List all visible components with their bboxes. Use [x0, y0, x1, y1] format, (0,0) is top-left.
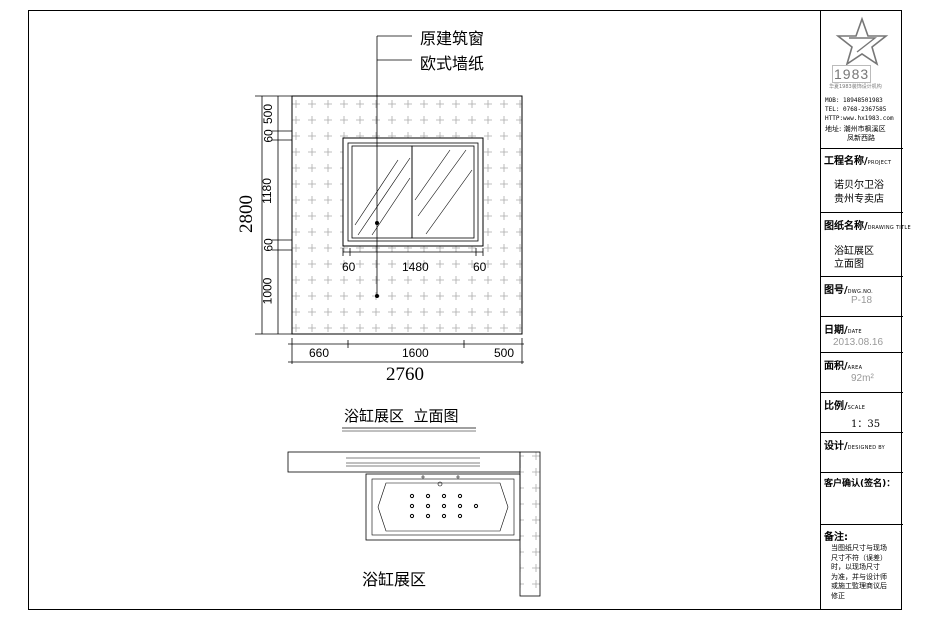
callout-wallpaper-label: 欧式墙纸: [420, 54, 485, 73]
window-width-left: 60: [342, 260, 356, 274]
height-seg-3: 1180: [259, 178, 274, 204]
window-dimensions: [342, 248, 484, 256]
horizontal-dimensions: [288, 338, 524, 364]
divider: [821, 432, 903, 433]
callout-window-label: 原建筑窗: [420, 29, 485, 48]
star-logo-icon: [835, 16, 889, 66]
vertical-dimensions: [255, 95, 292, 335]
date-value: 2013.08.16: [833, 337, 884, 348]
contact-address-1: 地址: 潮州市枫溪区: [825, 125, 886, 133]
contact-mob: MOB: 18948501983: [825, 97, 883, 104]
scale-label: 比例/SCALE: [824, 401, 866, 412]
window-width-center: 1480: [402, 260, 429, 274]
number-label: 图号/DWG.NO.: [824, 285, 874, 296]
drawing-label: 图纸名称/DRAWING TITLE: [824, 221, 911, 232]
drawing-name-line1: 浴缸展区: [834, 246, 874, 257]
logo-subtitle: 华夏1983装饰设计机构: [829, 84, 882, 90]
logo-number: 1983: [831, 65, 872, 83]
divider: [821, 316, 903, 317]
width-seg-3: 500: [494, 346, 515, 360]
height-seg-2: 60: [261, 129, 276, 143]
height-seg-4: 60: [261, 238, 276, 252]
divider: [821, 392, 903, 393]
height-seg-5: 1000: [260, 277, 275, 305]
drawing-name-line2: 立面图: [834, 259, 864, 270]
drawing-frame: [28, 10, 902, 610]
divider: [821, 352, 903, 353]
divider: [821, 472, 903, 473]
width-seg-1: 660: [309, 346, 330, 360]
notes-label: 备注:: [824, 532, 848, 543]
elevation-title: 浴缸展区 立面图: [344, 407, 459, 425]
height-seg-1: 500: [261, 103, 276, 125]
bathtub-plan: [287, 451, 541, 597]
designer-label: 设计/DESIGNED BY: [824, 441, 886, 452]
plan-label: 浴缸展区: [362, 570, 427, 589]
contact-address-2: 凤新西路: [847, 134, 875, 142]
width-seg-2: 1600: [402, 346, 429, 360]
project-name-line2: 贵州专卖店: [834, 194, 884, 205]
window: [342, 137, 484, 247]
title-block: 1983 华夏1983装饰设计机构 MOB: 18948501983 TEL: …: [820, 10, 911, 610]
date-label: 日期/DATE: [824, 325, 862, 336]
wallpaper-area: [291, 95, 523, 335]
drawing-number: P-18: [851, 295, 873, 306]
divider: [821, 212, 903, 213]
divider: [821, 276, 903, 277]
elevation-drawing: [255, 35, 541, 597]
height-total: 2800: [236, 195, 257, 233]
callout-dot-window: [375, 221, 379, 225]
contact-http: HTTP:www.hx1983.com: [825, 115, 894, 122]
window-width-right: 60: [473, 260, 487, 274]
divider: [821, 524, 903, 525]
project-label: 工程名称/PROJECT: [824, 156, 892, 167]
width-total: 2760: [386, 364, 424, 385]
project-name-line1: 诺贝尔卫浴: [834, 180, 884, 191]
area-label: 面积/AREA: [824, 361, 863, 372]
callout-dot-wallpaper: [375, 294, 379, 298]
area-value: 92m²: [851, 373, 874, 384]
contact-tel: TEL: 0768-2367585: [825, 106, 887, 113]
scale-value: 1：35: [851, 419, 881, 430]
divider: [821, 148, 903, 149]
client-confirm-label: 客户确认(签名)：: [824, 479, 896, 489]
notes-text: 当图纸尺寸与现场 尺寸不符（误差） 时，以现场尺寸 为准，并与设计师 或施工監理…: [831, 544, 887, 600]
